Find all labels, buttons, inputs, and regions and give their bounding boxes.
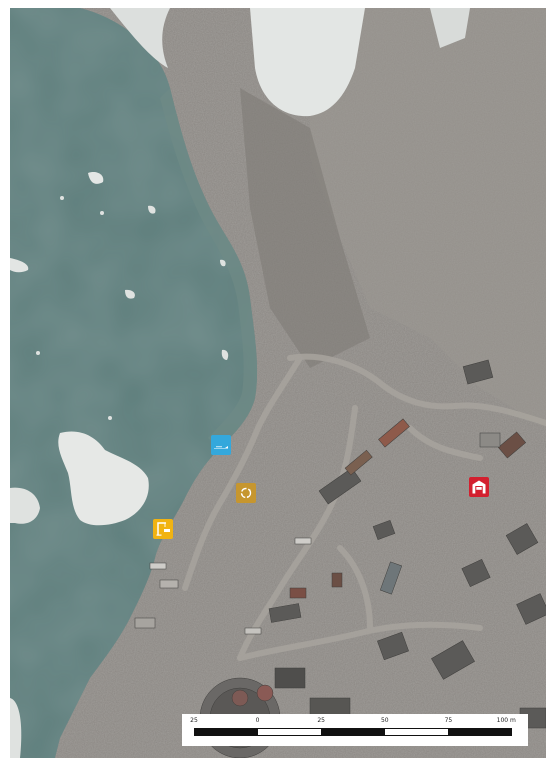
aerial-imagery	[10, 8, 546, 758]
boat-landing-icon[interactable]	[208, 432, 234, 458]
recycling-icon[interactable]	[233, 480, 259, 506]
glacier-patch	[250, 8, 365, 117]
aerial-map[interactable]: 25 0 25 50 75 100 m	[10, 8, 546, 758]
poi-bg	[211, 435, 231, 455]
fire-station-icon[interactable]	[466, 474, 492, 500]
scale-bar-segment	[384, 728, 449, 736]
scale-bar-label: 50	[380, 717, 389, 724]
scale-bar: 25 0 25 50 75 100 m	[182, 714, 528, 746]
scale-bar-label: 0	[255, 717, 260, 724]
scale-bar-label: 75	[444, 717, 453, 724]
scale-bar-segment	[257, 728, 322, 736]
ice-floe	[58, 431, 149, 526]
crane-icon[interactable]	[150, 516, 176, 542]
scale-bar-label: 100 m	[496, 717, 516, 724]
rocky-highland	[310, 8, 546, 428]
scale-bar-segment	[194, 728, 258, 736]
scale-bar-label: 25	[190, 717, 198, 724]
valley-slope	[240, 88, 370, 368]
scale-bar-label: 25	[317, 717, 326, 724]
road-network	[182, 353, 546, 661]
scale-bar-segment	[448, 728, 512, 736]
scale-bar-segment	[321, 728, 385, 736]
